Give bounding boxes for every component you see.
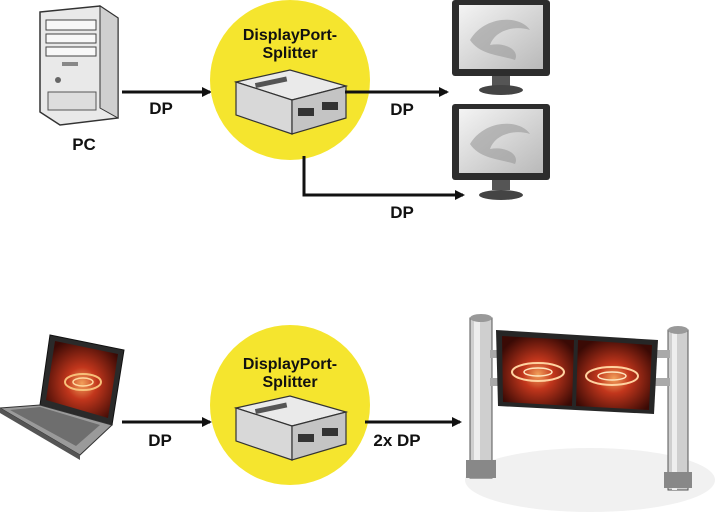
dual-screen-stand-icon: [465, 314, 715, 512]
output-dp-label-1: DP: [390, 100, 414, 119]
splitter-title-line2: Splitter: [262, 45, 317, 62]
laptop-icon: [0, 334, 125, 460]
splitter-title-line1: DisplayPort-: [243, 27, 337, 44]
bottom-output-label: 2x DP: [373, 431, 420, 450]
pc-tower-icon: [39, 5, 119, 126]
input-dp-label: DP: [149, 99, 173, 118]
pc-label: PC: [72, 135, 96, 154]
bottom-splitter-title-line2: Splitter: [262, 374, 317, 391]
output-arrow-2: [302, 156, 465, 200]
monitor-1-icon: [452, 0, 550, 95]
output-dp-label-2: DP: [390, 203, 414, 222]
bottom-input-dp-label: DP: [148, 431, 172, 450]
splitter-device-icon: [233, 69, 349, 135]
bottom-splitter-device-icon: [233, 395, 349, 461]
monitor-2-icon: [452, 104, 550, 200]
bottom-splitter-title-line1: DisplayPort-: [243, 356, 337, 373]
